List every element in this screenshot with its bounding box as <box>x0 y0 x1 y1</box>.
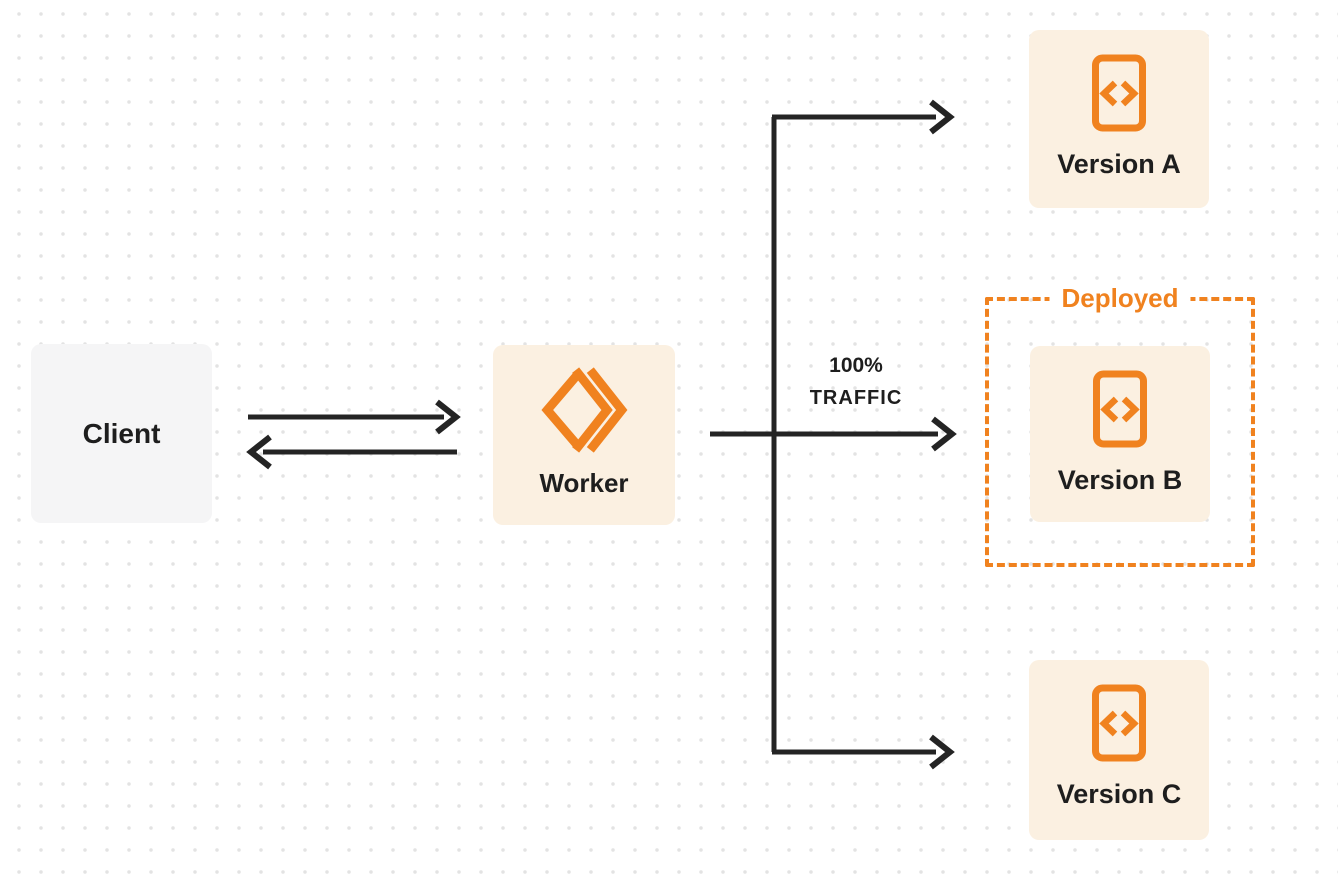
edge-client-to-worker <box>248 399 461 435</box>
deployed-group-label: Deployed <box>1049 283 1191 314</box>
version-c-node: Version C <box>1029 660 1209 840</box>
version-a-label: Version A <box>1057 149 1181 179</box>
deployed-group-outline: Deployed <box>985 283 1255 567</box>
edge-worker-to-client <box>246 434 457 470</box>
traffic-percent-text: 100% <box>829 354 883 377</box>
traffic-percentage-label: 100% TRAFFIC <box>780 349 932 415</box>
version-a-node: Version A <box>1029 30 1209 208</box>
worker-node: Worker <box>493 345 675 525</box>
traffic-word-text: TRAFFIC <box>809 387 903 409</box>
client-label: Client <box>82 417 161 449</box>
version-c-label: Version C <box>1056 779 1182 809</box>
cloudflare-workers-icon <box>538 367 630 458</box>
edge-worker-branches <box>710 99 957 770</box>
code-document-icon <box>1092 370 1148 453</box>
version-b-label: Version B <box>1057 465 1183 495</box>
worker-label: Worker <box>539 468 629 498</box>
client-node: Client <box>31 344 212 523</box>
code-document-icon <box>1091 54 1147 137</box>
code-document-icon <box>1091 684 1147 767</box>
version-b-node: Version B <box>1030 346 1210 522</box>
